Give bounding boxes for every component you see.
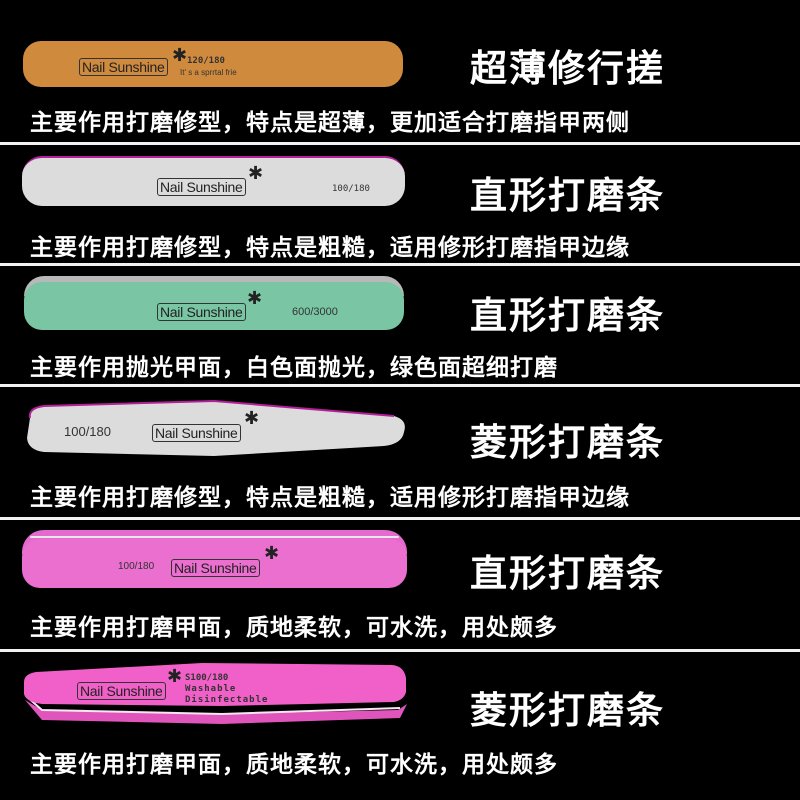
section-title: 直形打磨条 — [470, 552, 665, 595]
section-description: 主要作用打磨修型，特点是粗糙，适用修形打磨指甲边缘 — [30, 485, 630, 511]
grit-label: S100/180 — [185, 673, 229, 683]
section-description: 主要作用打磨修型，特点是粗糙，适用修形打磨指甲边缘 — [30, 235, 630, 261]
flower-icon: ✱ — [172, 45, 188, 66]
divider — [0, 142, 800, 145]
section-description: 主要作用抛光甲面，白色面抛光，绿色面超细打磨 — [30, 355, 558, 381]
brand-label: Nail Sunshine — [77, 682, 166, 700]
nail-file-green: Nail Sunshine ✱ 600/3000 — [24, 276, 404, 330]
nail-file-orange: Nail Sunshine ✱ 120/180 It' s a sprrtal … — [23, 41, 403, 87]
diamond-file-shape — [27, 399, 405, 456]
grit-label: 100/180 — [332, 184, 370, 194]
grit-label: 600/3000 — [292, 306, 338, 318]
brand-label: Nail Sunshine — [157, 303, 246, 321]
section-description: 主要作用打磨修型，特点是超薄，更加适合打磨指甲两侧 — [30, 110, 630, 136]
flower-icon: ✱ — [167, 666, 183, 687]
product-subtext: It' s a sprrtal frie — [180, 68, 237, 77]
nail-file-white: Nail Sunshine ✱ 100/180 — [22, 156, 405, 206]
nail-file-pink: 100/180 Nail Sunshine ✱ — [22, 530, 407, 588]
brand-label: Nail Sunshine — [157, 178, 246, 196]
section-title: 菱形打磨条 — [470, 689, 665, 732]
nail-file-white-diamond: 100/180 Nail Sunshine ✱ — [24, 398, 408, 458]
grit-label: 100/180 — [118, 561, 155, 572]
section-title: 直形打磨条 — [470, 174, 665, 217]
flower-icon: ✱ — [247, 288, 263, 309]
flower-icon: ✱ — [248, 163, 264, 184]
divider — [0, 517, 800, 520]
section-description: 主要作用打磨甲面，质地柔软，可水洗，用处颇多 — [30, 615, 558, 641]
section-title: 菱形打磨条 — [470, 421, 665, 464]
flower-icon: ✱ — [264, 543, 280, 564]
diamond-file-shape — [24, 663, 407, 724]
grit-label: 120/180 — [187, 56, 225, 66]
brand-label: Nail Sunshine — [171, 559, 260, 577]
brand-label: Nail Sunshine — [152, 424, 241, 442]
divider — [0, 384, 800, 387]
divider — [0, 649, 800, 652]
grit-label: 100/180 — [64, 424, 111, 439]
nail-file-hot-pink-diamond: Nail Sunshine ✱ S100/180 Washable Disinf… — [22, 660, 407, 725]
flower-icon: ✱ — [244, 408, 260, 429]
section-title: 超薄修行搓 — [470, 47, 665, 90]
disinfectable-label: Disinfectable — [185, 695, 269, 705]
brand-label: Nail Sunshine — [79, 58, 168, 76]
section-description: 主要作用打磨甲面，质地柔软，可水洗，用处颇多 — [30, 752, 558, 778]
washable-label: Washable — [185, 684, 237, 694]
section-title: 直形打磨条 — [470, 294, 665, 337]
divider — [0, 263, 800, 266]
